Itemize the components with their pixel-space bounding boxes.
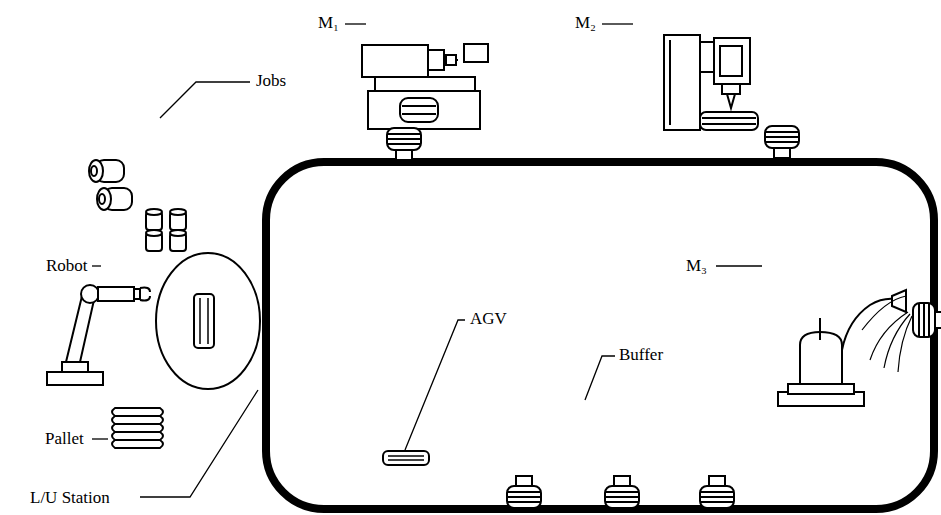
pallet-stack xyxy=(112,408,163,448)
milling-machine xyxy=(664,35,758,130)
buffer-station xyxy=(765,126,799,158)
lu-station xyxy=(156,253,260,389)
machine-label: M₃ xyxy=(686,257,707,274)
part-label: L/U Station xyxy=(30,489,110,506)
machine-label: M₂ xyxy=(575,14,596,31)
buffer-station xyxy=(387,128,421,160)
buffer-station xyxy=(507,476,541,508)
buffer-station xyxy=(700,476,734,508)
agv-vehicle xyxy=(383,451,429,465)
robot-arm xyxy=(47,285,150,385)
job-parts xyxy=(89,160,186,251)
part-label: Jobs xyxy=(256,72,286,89)
agv-track xyxy=(266,162,934,509)
buffer-station xyxy=(605,476,639,508)
machine-label: M₁ xyxy=(318,14,339,31)
buffer-station xyxy=(913,303,941,337)
leader-line xyxy=(92,24,762,497)
part-label: Buffer xyxy=(619,346,663,363)
part-label: Pallet xyxy=(45,430,84,447)
part-label: Robot xyxy=(46,257,88,274)
part-label: AGV xyxy=(470,310,507,327)
painting-machine xyxy=(778,290,912,406)
lathe-machine xyxy=(362,44,488,129)
